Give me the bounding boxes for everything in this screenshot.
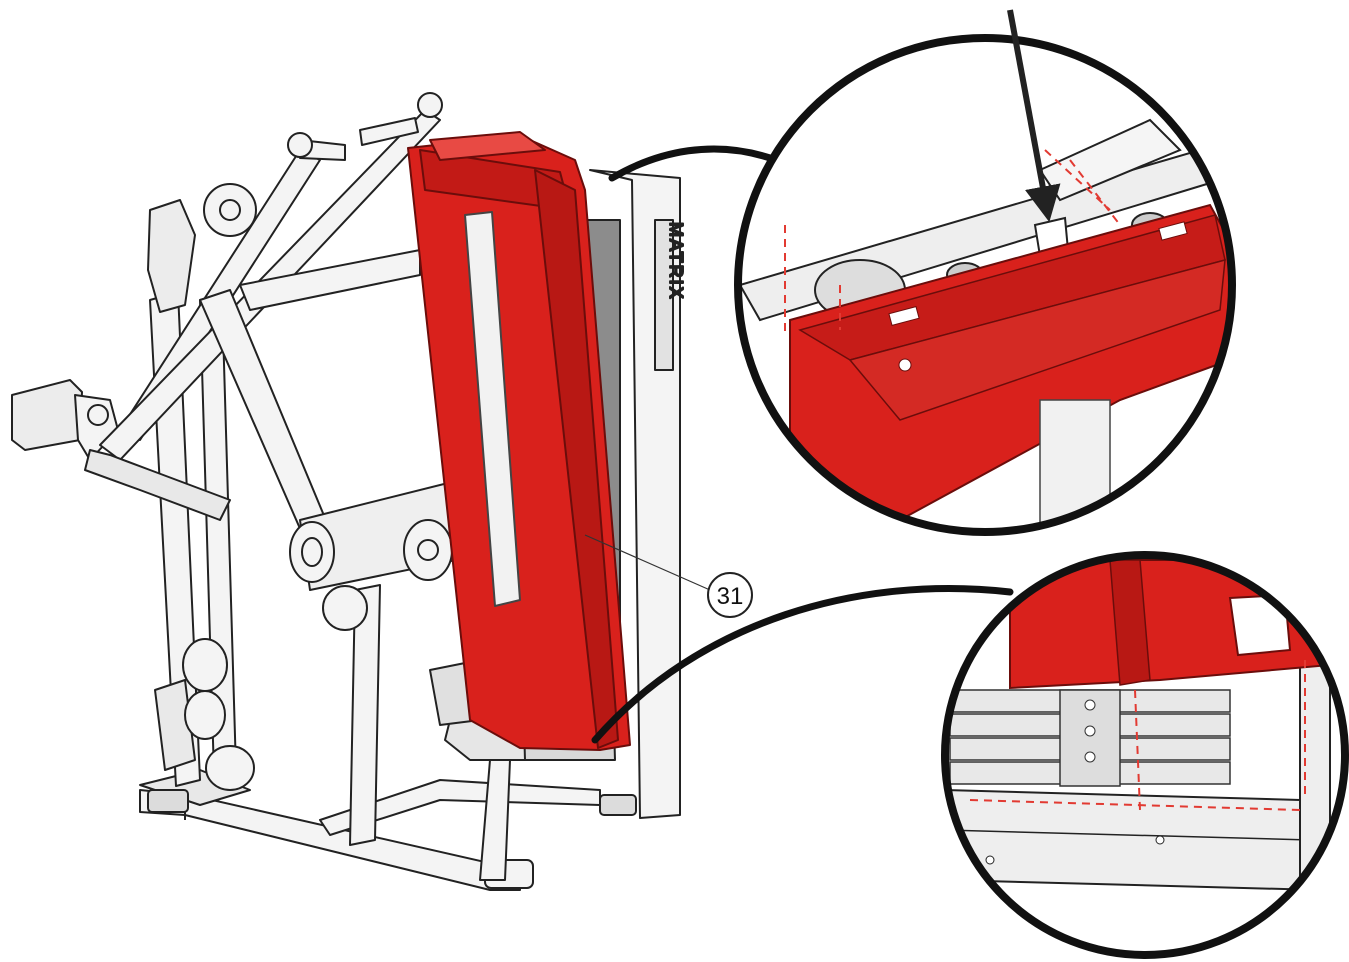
left-upright — [149, 291, 255, 791]
shoulder-pad — [147, 183, 257, 313]
detail-view-top — [734, 34, 1236, 536]
detail-leaders — [591, 145, 1014, 744]
arrow-indicator-icon — [1007, 9, 1061, 223]
part-callout — [584, 534, 753, 618]
arm-pad-left — [11, 379, 119, 461]
lever-arms — [84, 92, 443, 541]
right-upright — [589, 169, 681, 819]
detail-view-bottom — [941, 551, 1349, 959]
brand-logo: MATRIX — [666, 222, 686, 301]
weight-stack-shroud — [407, 131, 631, 751]
exercise-machine: MATRIX — [11, 92, 753, 891]
part-number-label: 31 — [717, 583, 744, 610]
base-frame — [139, 769, 637, 891]
